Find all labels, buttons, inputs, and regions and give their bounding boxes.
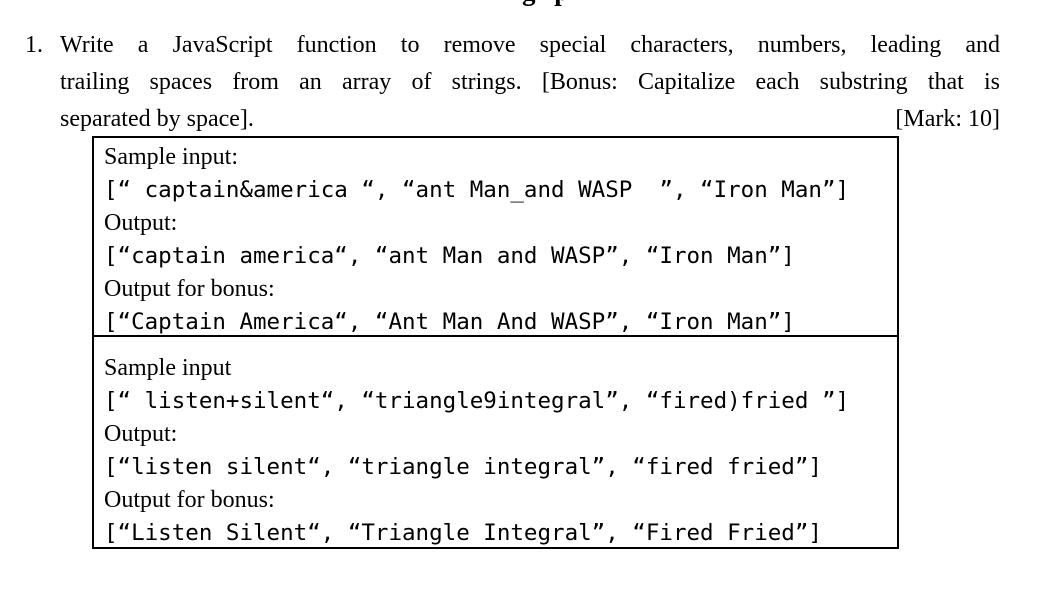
output-code-1: [“captain america“, “ant Man and WASP”, … (104, 243, 795, 269)
question-text-line-1: Write a JavaScript function to remove sp… (60, 32, 1000, 58)
question-item-1: 1. Write a JavaScript function to remove… (25, 27, 1000, 138)
bonus-output-label-2: Output for bonus: (104, 487, 275, 513)
question-text-line-2: trailing spaces from an array of strings… (60, 69, 1000, 95)
sample-input-label-2: Sample input (104, 355, 232, 381)
sample-input-code-2: [“ listen+silent“, “triangle9integral”, … (104, 388, 850, 414)
question-text-line-3: separated by space]. [Mark: 10] (60, 101, 1000, 138)
question-number: 1. (25, 32, 43, 58)
sample-input-code-1: [“ captain&america “, “ant Man_and WASP … (104, 177, 850, 203)
output-label-1: Output: (104, 210, 178, 236)
output-label-2: Output: (104, 421, 178, 447)
sample-input-label-1: Sample input: (104, 144, 238, 170)
example-box-1: Sample input: [“ captain&america “, “ant… (92, 136, 899, 337)
cropped-heading-fragment: g p (522, 0, 612, 10)
mark-label: [Mark: 10] (895, 106, 1000, 132)
question-text: Write a JavaScript function to remove sp… (60, 27, 1000, 138)
output-code-2: [“listen silent“, “triangle integral”, “… (104, 454, 822, 480)
bonus-output-label-1: Output for bonus: (104, 276, 275, 302)
question-text-line-3-left: separated by space]. (60, 106, 254, 132)
bonus-output-code-1: [“Captain America“, “Ant Man And WASP”, … (104, 309, 795, 335)
cropped-heading-text: g p (522, 0, 612, 5)
example-box-2: Sample input [“ listen+silent“, “triangl… (92, 335, 899, 549)
bonus-output-code-2: [“Listen Silent“, “Triangle Integral”, “… (104, 520, 822, 546)
